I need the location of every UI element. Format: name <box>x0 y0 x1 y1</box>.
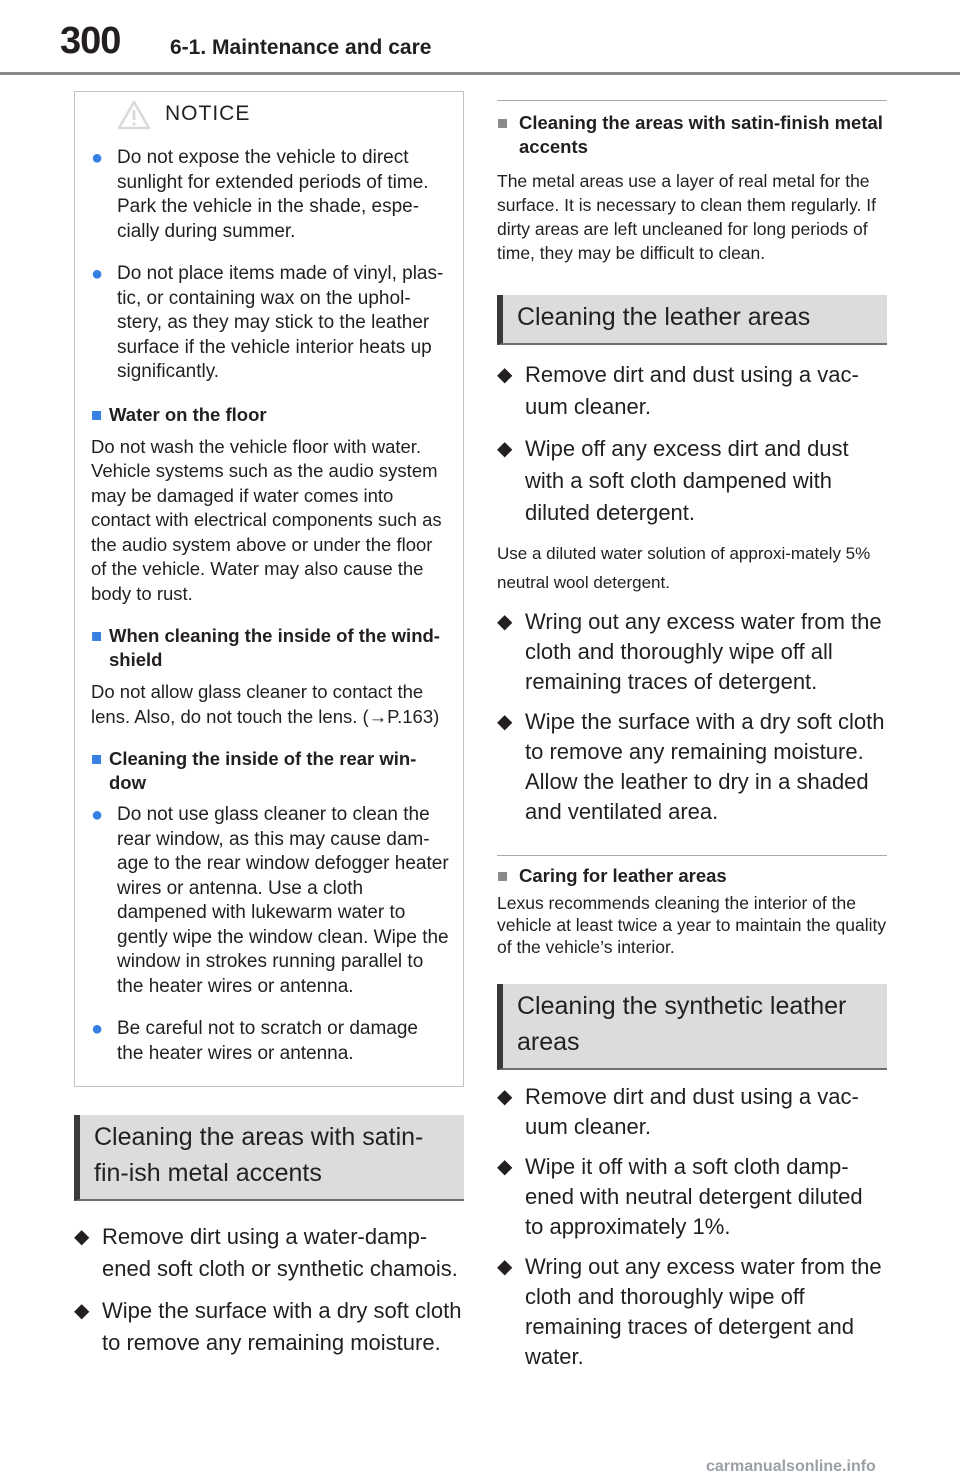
leather-step: ◆ Wipe off any excess dirt and dust with… <box>497 433 887 529</box>
satin-step: ◆ Remove dirt using a water-damp-ened so… <box>74 1221 464 1285</box>
caring-heading: ■ Caring for leather areas <box>497 864 887 888</box>
notice-item-text: Do not place items made of vinyl, plas-t… <box>117 263 444 382</box>
synthetic-step: ◆ Wipe it off with a soft cloth damp-ene… <box>497 1152 887 1242</box>
notice-subheading: ■ When cleaning the inside of the wind-s… <box>91 624 449 672</box>
diamond-bullet-icon: ◆ <box>497 1156 513 1178</box>
leather-step-text: Wring out any excess water from the clot… <box>525 609 882 694</box>
divider-rule <box>497 855 887 856</box>
leather-step: ◆ Wipe the surface with a dry soft cloth… <box>497 707 887 827</box>
notice-item-text: Do not expose the vehicle to direct sunl… <box>117 147 429 242</box>
synthetic-step: ◆ Wring out any excess water from the cl… <box>497 1252 887 1372</box>
notice-item: ● Do not place items made of vinyl, plas… <box>91 262 449 385</box>
diamond-bullet-icon: ◆ <box>497 438 513 460</box>
diamond-bullet-icon: ◆ <box>497 1086 513 1108</box>
square-bullet-icon: ■ <box>91 748 103 769</box>
satin-note-heading: ■ Cleaning the areas with satin-finish m… <box>497 111 887 159</box>
leather-step-text: Remove dirt and dust using a vac-uum cle… <box>525 362 859 419</box>
satin-step-text: Remove dirt using a water-damp-ened soft… <box>102 1224 458 1281</box>
header-divider <box>0 72 960 75</box>
section-heading-leather: Cleaning the leather areas <box>497 295 887 345</box>
notice-item-text: Do not use glass cleaner to clean the re… <box>117 804 449 997</box>
left-column: NOTICE ● Do not expose the vehicle to di… <box>74 91 464 1369</box>
caring-text: Lexus recommends cleaning the interior o… <box>497 893 887 957</box>
synthetic-step: ◆ Remove dirt and dust using a vac-uum c… <box>497 1082 887 1142</box>
section-heading-synthetic: Cleaning the synthetic leather areas <box>497 984 887 1070</box>
leather-step-text: Wipe the surface with a dry soft cloth t… <box>525 709 885 824</box>
bullet-dot-icon: ● <box>91 804 104 826</box>
square-bullet-icon: ■ <box>497 112 509 133</box>
synthetic-step-text: Wring out any excess water from the clot… <box>525 1254 882 1369</box>
satin-step: ◆ Wipe the surface with a dry soft cloth… <box>74 1295 464 1359</box>
watermark: carmanualsonline.info <box>706 1458 876 1475</box>
diamond-bullet-icon: ◆ <box>497 364 513 386</box>
notice-subheading-text: When cleaning the inside of the wind-shi… <box>109 625 440 670</box>
leather-step: ◆ Wring out any excess water from the cl… <box>497 607 887 697</box>
notice-item: ● Do not use glass cleaner to clean the … <box>91 803 449 999</box>
notice-header: NOTICE <box>91 92 449 140</box>
page-header: 300 6-1. Maintenance and care <box>0 0 960 76</box>
right-column: ■ Cleaning the areas with satin-finish m… <box>497 100 887 1382</box>
warning-triangle-icon <box>117 100 151 130</box>
diamond-bullet-icon: ◆ <box>497 611 513 633</box>
square-bullet-icon: ■ <box>91 403 103 425</box>
notice-paragraph: Do not wash the vehicle floor with water… <box>91 435 442 604</box>
square-bullet-icon: ■ <box>91 625 103 646</box>
synthetic-step-text: Remove dirt and dust using a vac-uum cle… <box>525 1084 859 1139</box>
notice-item: ● Do not expose the vehicle to direct su… <box>91 146 449 244</box>
satin-note-text: The metal areas use a layer of real meta… <box>497 171 877 263</box>
diamond-bullet-icon: ◆ <box>497 711 513 733</box>
square-bullet-icon: ■ <box>497 865 509 886</box>
notice-item: ● Be careful not to scratch or damage th… <box>91 1017 449 1066</box>
section-heading-satin: Cleaning the areas with satin-fin-ish me… <box>74 1115 464 1201</box>
satin-step-text: Wipe the surface with a dry soft cloth t… <box>102 1298 462 1355</box>
satin-note-heading-text: Cleaning the areas with satin-finish met… <box>519 112 883 157</box>
bullet-dot-icon: ● <box>91 1018 104 1040</box>
leather-step: ◆ Remove dirt and dust using a vac-uum c… <box>497 359 887 423</box>
notice-box: NOTICE ● Do not expose the vehicle to di… <box>74 91 464 1087</box>
notice-title: NOTICE <box>165 102 251 125</box>
leather-step-text: Wipe off any excess dirt and dust with a… <box>525 436 849 525</box>
bullet-dot-icon: ● <box>91 147 104 169</box>
synthetic-step-text: Wipe it off with a soft cloth damp-ened … <box>525 1154 863 1239</box>
page-number: 300 <box>60 20 121 62</box>
divider-rule <box>497 100 887 101</box>
notice-paragraph: Do not allow glass cleaner to contact th… <box>91 681 440 727</box>
notice-subheading-text: Water on the floor <box>109 403 267 425</box>
notice-subheading-text: Cleaning the inside of the rear win-dow <box>109 748 417 793</box>
caring-heading-text: Caring for leather areas <box>519 865 727 886</box>
notice-subheading: ■ Water on the floor <box>91 403 449 427</box>
leather-note: Use a diluted water solution of approxi-… <box>497 544 871 592</box>
notice-subheading: ■ Cleaning the inside of the rear win-do… <box>91 747 449 795</box>
notice-item-text: Be careful not to scratch or damage the … <box>117 1018 418 1064</box>
diamond-bullet-icon: ◆ <box>74 1300 90 1322</box>
diamond-bullet-icon: ◆ <box>497 1256 513 1278</box>
diamond-bullet-icon: ◆ <box>74 1226 90 1248</box>
chapter-title: 6-1. Maintenance and care <box>170 36 432 59</box>
bullet-dot-icon: ● <box>91 263 104 285</box>
